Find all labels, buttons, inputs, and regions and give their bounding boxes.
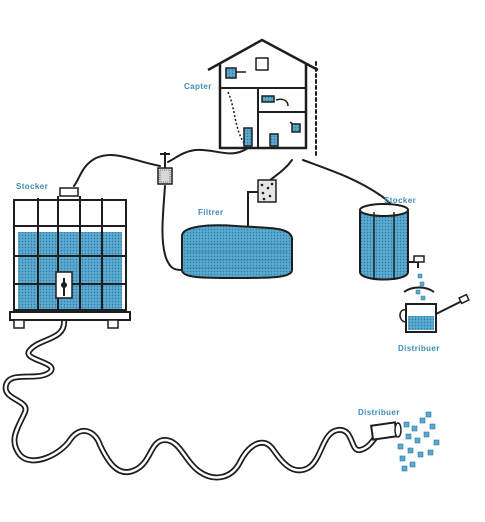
toilet-icon <box>269 133 279 147</box>
sink-icon <box>261 95 275 103</box>
label-filtrer: Filtrer <box>198 208 224 217</box>
barrel-tap <box>408 261 419 268</box>
pipe-filter-down <box>161 185 182 271</box>
pipe-filter-to-tank <box>73 154 161 187</box>
label-distribuer-hose: Distribuer <box>358 408 400 417</box>
garden-hose <box>2 317 383 481</box>
label-stocker-right: Stocker <box>384 196 417 205</box>
right-rain-barrel <box>359 203 425 281</box>
house-fixtures <box>225 67 301 147</box>
pipe-house-to-filter-box <box>267 159 293 183</box>
hose-nozzle <box>370 421 402 441</box>
center-filter-box <box>247 179 277 226</box>
pipe-house-to-right-tank <box>302 159 393 207</box>
watering-can <box>399 286 470 333</box>
label-capter: Capter <box>184 82 212 91</box>
left-ibc-tank <box>9 187 131 329</box>
tap-icon <box>225 67 237 79</box>
house-window <box>255 57 269 71</box>
label-distribuer-can: Distribuer <box>398 344 440 353</box>
left-filter <box>157 152 173 185</box>
pipe-house-to-left-filter <box>167 147 249 163</box>
barrel-drops <box>415 273 426 301</box>
water-spray <box>397 411 440 472</box>
shower-icon <box>291 123 301 133</box>
cistern <box>181 224 293 279</box>
label-stocker-left: Stocker <box>16 182 49 191</box>
tank-cap <box>59 187 79 197</box>
washing-machine-icon <box>243 127 253 147</box>
house <box>207 38 319 150</box>
